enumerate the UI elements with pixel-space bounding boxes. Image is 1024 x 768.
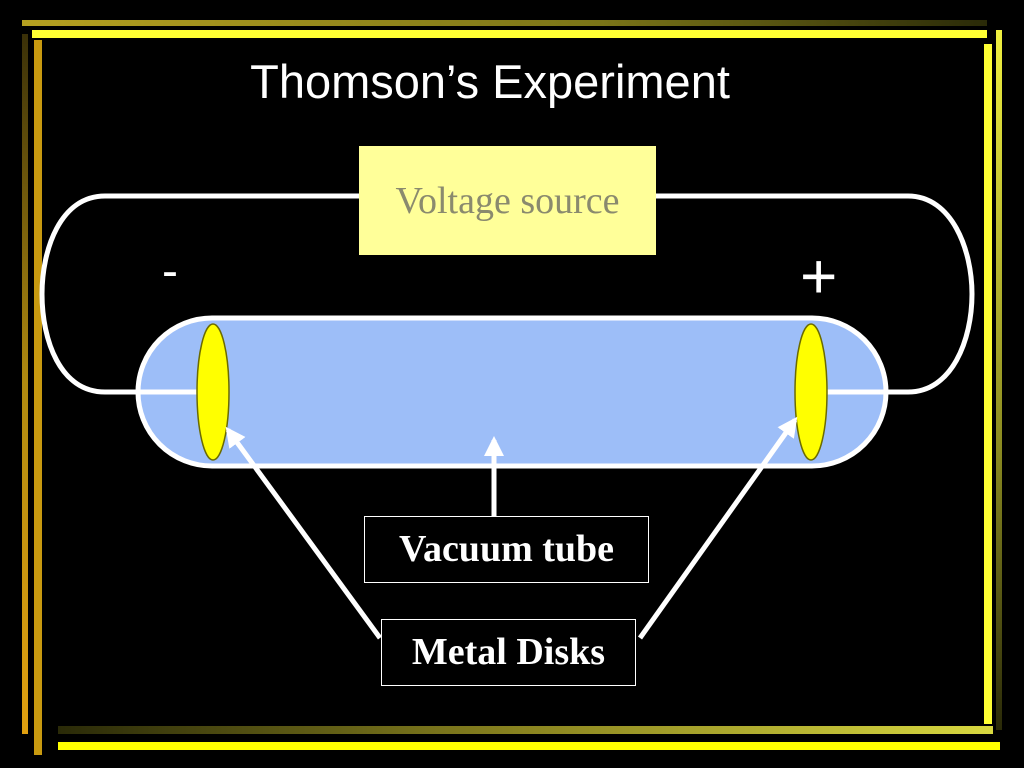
positive-terminal-sign: +	[800, 240, 838, 312]
voltage-source-label: Voltage source	[395, 180, 620, 222]
frame-top-bar-inner	[32, 30, 987, 38]
arrow-metal-disk-left	[225, 426, 383, 640]
voltage-source-box	[359, 146, 656, 255]
circuit-wire	[39, 193, 975, 395]
vacuum-tube	[135, 315, 889, 469]
negative-terminal-sign: -	[162, 245, 178, 298]
metal-disk-right	[794, 323, 828, 461]
frame-right-bar-inner	[984, 44, 992, 724]
metal-disk-left	[196, 323, 230, 461]
vacuum-tube-label: Vacuum tube	[364, 516, 649, 583]
frame-bottom-bar-outer	[58, 742, 1000, 750]
slide-title: Thomson’s Experiment	[250, 55, 730, 108]
metal-disks-label: Metal Disks	[381, 619, 636, 686]
arrow-metal-disk-right	[637, 416, 798, 640]
frame-left-bar-inner	[34, 40, 42, 755]
frame-top-bar-outer	[22, 20, 987, 26]
frame-bottom-bar-inner	[58, 726, 993, 734]
frame-left-bar-outer	[22, 34, 28, 734]
frame-right-bar-outer	[996, 30, 1002, 730]
